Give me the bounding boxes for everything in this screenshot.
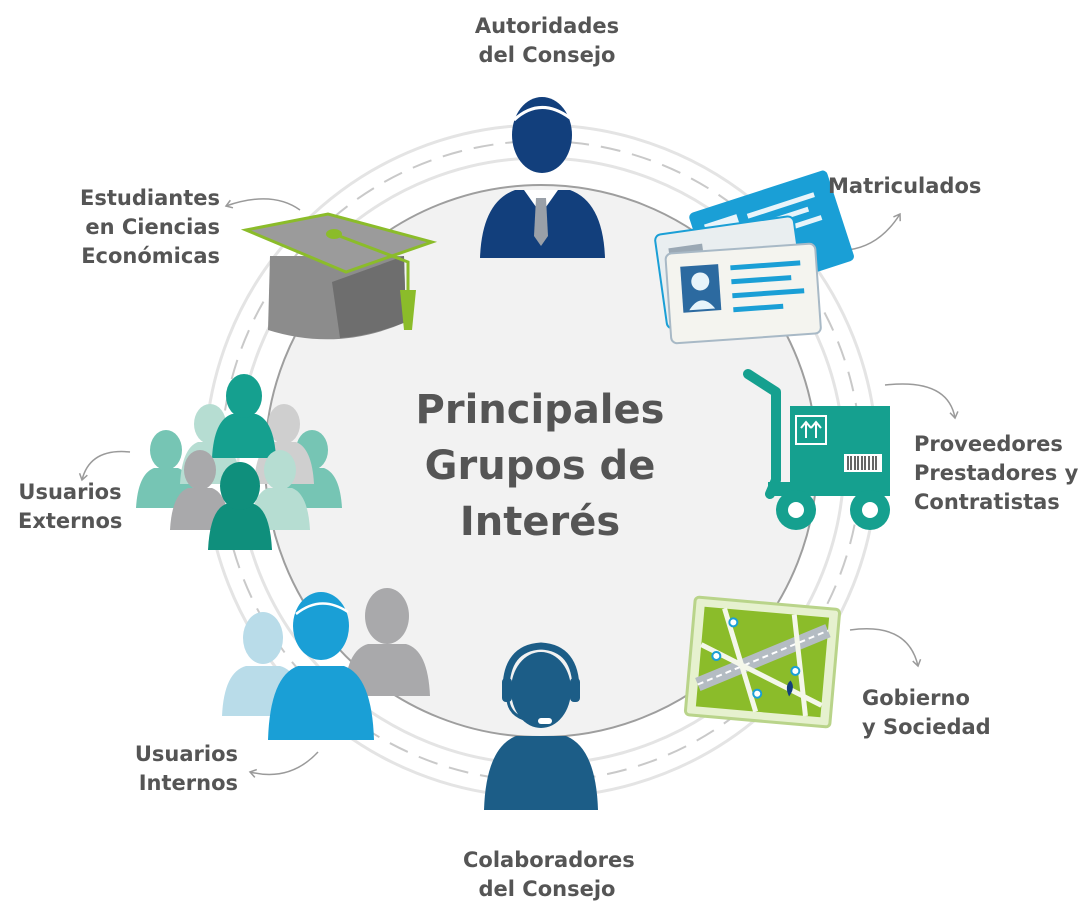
arrow-estudiantes xyxy=(224,198,301,211)
graduation-cap-icon xyxy=(240,212,438,340)
label-line: Internos xyxy=(138,771,238,795)
label-line: Colaboradores xyxy=(463,848,635,872)
crowd-icon xyxy=(136,374,342,550)
label-line: Externos xyxy=(18,509,123,533)
label-line: Usuarios xyxy=(18,480,122,504)
label-matriculados: Matriculados xyxy=(828,172,981,201)
label-estudiantes: Estudiantes en Ciencias Económicas xyxy=(58,184,220,271)
id-cards-icon xyxy=(654,170,854,345)
label-line: Estudiantes xyxy=(80,186,220,210)
label-line: del Consejo xyxy=(478,877,616,901)
label-autoridades: Autoridades del Consejo xyxy=(472,12,622,70)
label-line: Usuarios xyxy=(134,742,238,766)
label-proveedores: Proveedores Prestadores y Contratistas xyxy=(914,430,1078,517)
label-line: Económicas xyxy=(81,244,220,268)
label-usuarios-externos: Usuarios Externos xyxy=(18,478,122,536)
people-group-icon xyxy=(222,588,430,740)
center-title-line: Interés xyxy=(459,499,621,545)
center-title-line: Grupos de xyxy=(424,443,656,489)
arrow-gobierno xyxy=(849,628,922,668)
center-title-line: Principales xyxy=(415,387,665,433)
label-line: Proveedores xyxy=(914,432,1063,456)
arrow-usuarios-externos xyxy=(78,450,131,482)
label-line: Matriculados xyxy=(828,174,982,198)
label-colaboradores: Colaboradores del Consejo xyxy=(463,846,635,904)
label-line: y Sociedad xyxy=(862,715,991,739)
arrow-proveedores xyxy=(884,383,959,420)
label-line: en Ciencias xyxy=(85,215,220,239)
label-line: del Consejo xyxy=(478,43,616,67)
label-gobierno: Gobierno y Sociedad xyxy=(862,684,991,742)
arrow-usuarios-internos xyxy=(248,751,319,778)
label-line: Autoridades xyxy=(474,14,620,38)
label-line: Contratistas xyxy=(914,490,1060,514)
city-map-icon xyxy=(683,595,842,729)
label-line: Gobierno xyxy=(862,686,970,710)
label-line: Prestadores y xyxy=(914,461,1079,485)
headset-person-icon xyxy=(484,642,598,810)
arrow-matriculados xyxy=(847,212,901,251)
executive-person-icon xyxy=(480,97,605,258)
center-title: Principales Grupos de Interés xyxy=(360,382,720,550)
label-usuarios-internos: Usuarios Internos xyxy=(134,740,238,798)
connector-arrows xyxy=(78,198,959,778)
hand-truck-icon xyxy=(743,369,890,530)
